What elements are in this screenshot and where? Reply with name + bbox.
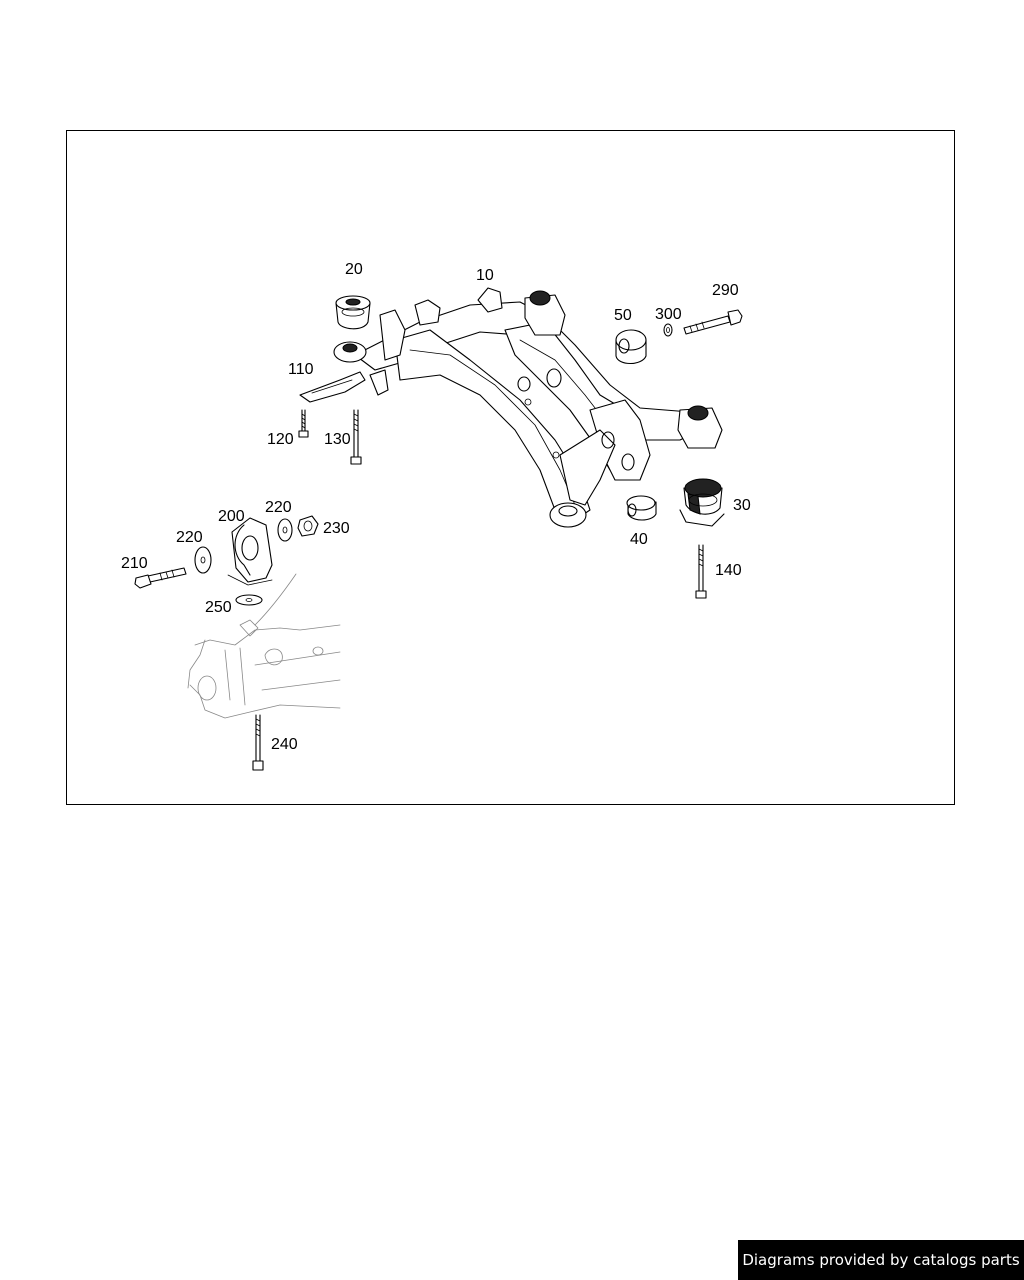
label-130: 130 <box>324 431 351 448</box>
washer-250 <box>235 594 263 606</box>
label-40: 40 <box>630 531 648 548</box>
label-10: 10 <box>476 267 494 284</box>
bushing-20 <box>335 295 371 330</box>
subframe-mount-rear-bottom <box>549 502 587 528</box>
bushing-50 <box>615 329 647 365</box>
mount-200 <box>227 517 273 586</box>
label-210: 210 <box>121 555 148 572</box>
watermark-banner: Diagrams provided by catalogs parts <box>738 1240 1024 1280</box>
subframe-mount-front-right <box>524 290 566 336</box>
label-240: 240 <box>271 736 298 753</box>
label-110: 110 <box>288 361 314 378</box>
subframe-mount-front-left <box>333 341 367 363</box>
washer-300 <box>663 323 673 337</box>
label-290: 290 <box>712 282 739 299</box>
bushing-40 <box>626 495 657 521</box>
label-220-left: 220 <box>176 529 203 546</box>
label-120: 120 <box>267 431 294 448</box>
label-50: 50 <box>614 307 632 324</box>
label-220-right: 220 <box>265 499 292 516</box>
bolt-210 <box>134 567 187 589</box>
subframe-10 <box>333 287 723 528</box>
mount-30 <box>679 478 725 527</box>
label-30: 30 <box>733 497 751 514</box>
washer-220-right <box>277 518 293 542</box>
bolt-120 <box>298 409 309 438</box>
bolt-130 <box>350 409 362 465</box>
nut-230 <box>297 515 319 537</box>
washer-220-left <box>194 546 212 574</box>
diagram-frame <box>66 130 955 805</box>
bolt-290 <box>683 309 743 335</box>
label-200: 200 <box>218 508 245 525</box>
differential-reference <box>187 573 341 719</box>
watermark-text: Diagrams provided by catalogs parts <box>742 1251 1020 1269</box>
bracket-110 <box>299 371 366 403</box>
label-20: 20 <box>345 261 363 278</box>
label-230: 230 <box>323 520 350 537</box>
subframe-mount-rear-right <box>677 405 723 449</box>
bolt-140 <box>695 544 707 599</box>
label-300: 300 <box>655 306 682 323</box>
label-140: 140 <box>715 562 742 579</box>
bolt-240 <box>252 714 264 771</box>
label-250: 250 <box>205 599 232 616</box>
